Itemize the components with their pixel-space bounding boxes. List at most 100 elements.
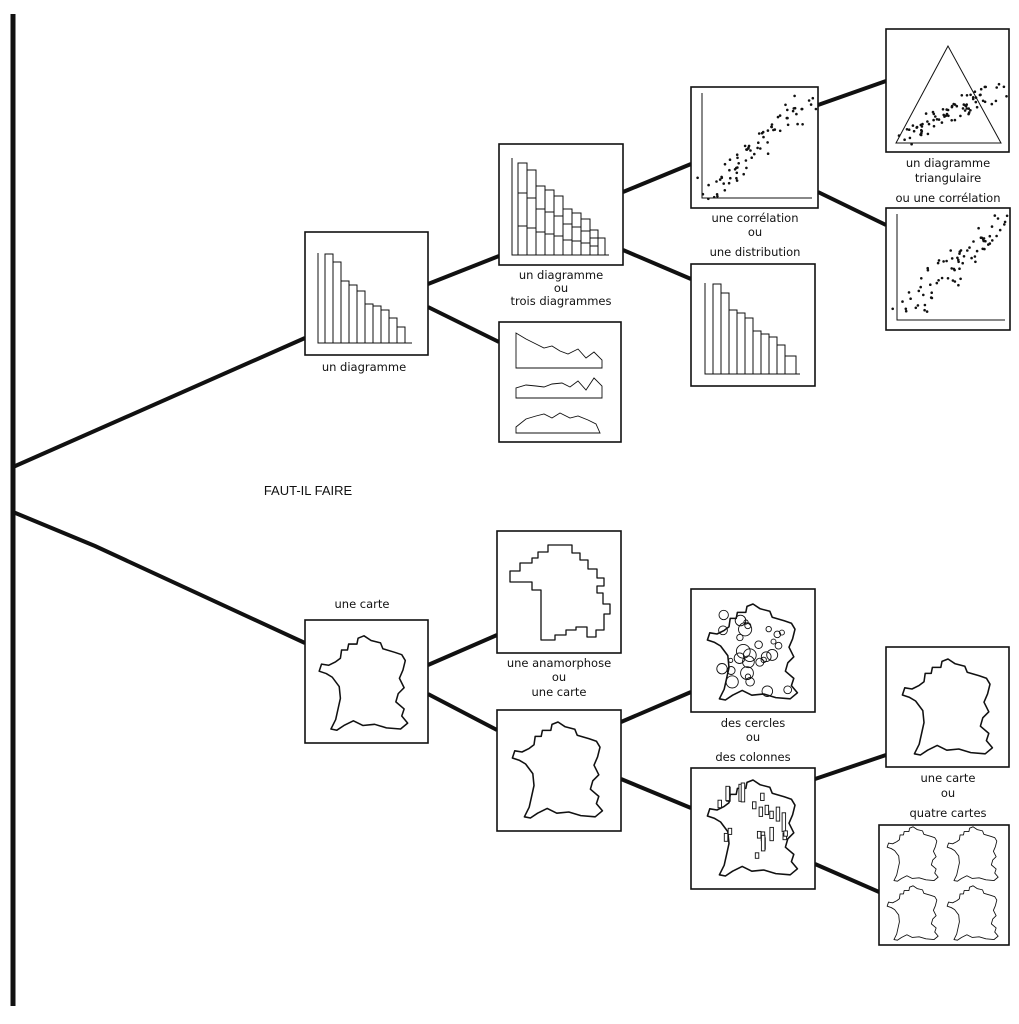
dot-mark xyxy=(990,102,994,106)
dot-mark xyxy=(800,107,804,111)
dot-mark xyxy=(905,128,909,131)
dot-mark xyxy=(920,277,923,280)
box-quatre-cartes xyxy=(878,824,1010,946)
dot-mark xyxy=(953,118,957,122)
circle-mark xyxy=(774,641,783,650)
dot-mark xyxy=(917,289,921,293)
label-ou-top-1: ou xyxy=(554,281,568,295)
dot-mark xyxy=(745,148,748,151)
circle-mark xyxy=(744,673,752,680)
dot-mark xyxy=(776,115,780,119)
label-une-carte-3: une carte xyxy=(921,771,976,785)
dot-mark xyxy=(961,261,964,265)
dot-mark xyxy=(972,240,975,243)
column-mark xyxy=(781,812,787,833)
label-un-diagramme: un diagramme xyxy=(322,360,406,374)
dot-mark xyxy=(984,239,987,243)
dot-mark xyxy=(935,118,939,121)
dot-mark xyxy=(953,103,957,106)
column-mark xyxy=(727,827,733,835)
dot-mark xyxy=(959,277,962,281)
scatter-plot-icon xyxy=(696,93,818,201)
label-une-distribution: une distribution xyxy=(710,245,801,259)
dot-mark xyxy=(966,249,969,252)
dot-mark xyxy=(932,124,936,128)
dot-mark xyxy=(998,228,1002,232)
circle-mark xyxy=(761,685,774,697)
dot-mark xyxy=(979,93,982,97)
dot-mark xyxy=(981,238,985,241)
circle-mark xyxy=(765,625,772,633)
column-mark xyxy=(760,834,766,852)
dot-mark xyxy=(786,108,789,112)
dot-mark xyxy=(924,112,928,115)
column-mark xyxy=(758,806,764,817)
scatter-dots xyxy=(696,94,818,201)
column-mark xyxy=(723,832,729,842)
dot-mark xyxy=(955,104,959,108)
dot-mark xyxy=(792,107,796,110)
dot-mark xyxy=(970,256,973,260)
dot-mark xyxy=(940,121,944,124)
dot-mark xyxy=(926,268,930,272)
dot-mark xyxy=(960,94,964,97)
dot-mark xyxy=(729,176,732,180)
dot-mark xyxy=(716,195,719,198)
dot-mark xyxy=(958,267,961,271)
dot-mark xyxy=(946,277,950,280)
column-mark xyxy=(783,830,788,837)
dot-mark xyxy=(737,162,740,165)
dot-mark xyxy=(950,119,953,122)
label-ou-bottom-2: ou xyxy=(746,730,760,744)
dot-mark xyxy=(945,112,949,116)
box-diagramme xyxy=(304,231,429,356)
dot-mark xyxy=(916,304,920,307)
label-quatre-cartes: quatre cartes xyxy=(909,806,986,820)
circle-mark xyxy=(773,630,782,639)
dot-mark xyxy=(965,107,969,110)
proportional-circles xyxy=(716,609,793,697)
dot-mark xyxy=(915,125,919,129)
dot-mark xyxy=(929,296,933,299)
label-un-diagramme-tri: un diagramme xyxy=(906,156,990,170)
dot-mark xyxy=(901,300,904,303)
circle-mark xyxy=(735,643,751,659)
dot-mark xyxy=(974,96,978,99)
dot-mark xyxy=(956,256,959,260)
dot-mark xyxy=(1003,220,1007,224)
column-mark xyxy=(769,810,774,819)
dot-mark xyxy=(747,146,750,149)
circle-mark xyxy=(725,675,739,689)
anamorphosis-map-icon xyxy=(509,544,611,641)
dot-mark xyxy=(811,96,815,100)
dot-mark xyxy=(973,255,977,258)
dot-mark xyxy=(981,99,985,103)
column-mark xyxy=(725,785,730,802)
dot-mark xyxy=(949,249,952,252)
column-mark xyxy=(756,830,762,839)
dot-mark xyxy=(942,260,945,263)
dot-mark xyxy=(715,180,718,183)
dot-mark xyxy=(926,120,929,123)
box-anamorphose xyxy=(496,530,622,654)
dot-mark xyxy=(919,123,923,127)
dot-mark xyxy=(778,129,782,133)
dot-mark xyxy=(718,178,722,181)
dot-mark xyxy=(749,149,752,152)
triangle-dots xyxy=(897,82,1008,146)
column-mark xyxy=(775,806,781,822)
dot-mark xyxy=(975,249,979,253)
box-une-carte xyxy=(304,619,429,744)
column-mark xyxy=(760,792,765,801)
circle-mark xyxy=(734,614,747,627)
dot-mark xyxy=(908,136,912,140)
box-correlation xyxy=(690,86,819,209)
dot-mark xyxy=(965,94,969,97)
dot-mark xyxy=(940,276,944,280)
circle-mark xyxy=(778,629,785,636)
label-ou-top-2: ou xyxy=(748,225,762,239)
dot-mark xyxy=(995,86,998,89)
dot-mark xyxy=(759,147,762,150)
dot-mark xyxy=(757,141,760,144)
bar-chart-icon-distribution xyxy=(704,283,800,375)
